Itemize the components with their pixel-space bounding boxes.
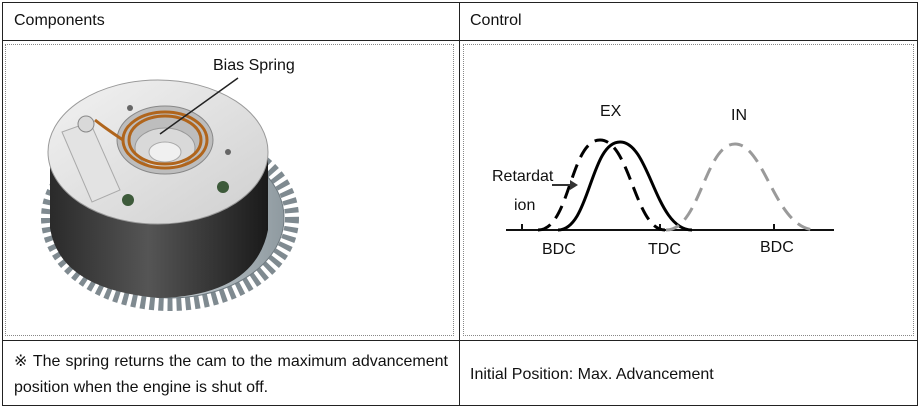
bias-spring xyxy=(94,110,209,170)
bolt xyxy=(225,149,231,155)
retard-label: Retardat xyxy=(492,168,554,185)
image-frame xyxy=(5,44,454,336)
arrow-head-icon xyxy=(570,180,578,190)
leader-line xyxy=(159,77,239,135)
intake-label: IN xyxy=(731,107,747,124)
bolt xyxy=(217,181,229,193)
header-control: Control xyxy=(470,12,522,29)
exhaust-label: EX xyxy=(600,103,622,120)
initial-position-text: Initial Position: Max. Advancement xyxy=(470,366,714,383)
row-divider xyxy=(2,340,918,341)
header-components: Components xyxy=(14,12,105,29)
axis-label-bdc-left: BDC xyxy=(542,241,576,258)
axis-label-tdc: TDC xyxy=(648,241,681,258)
spring-note: ※ The spring returns the cam to the maxi… xyxy=(14,353,448,396)
bolt xyxy=(122,194,134,206)
axis-label-bdc-right: BDC xyxy=(760,239,794,256)
bolt xyxy=(127,105,133,111)
bias-spring-label: Bias Spring xyxy=(213,57,295,74)
valve-timing-diagram: EX IN Retardat ion BDC TDC BDC xyxy=(492,103,834,258)
cam-phaser-illustration: Bias Spring xyxy=(41,57,299,311)
diagram-frame xyxy=(463,44,914,336)
table-border-bottom xyxy=(2,405,918,406)
retard-label-continued: ion xyxy=(514,197,535,214)
table-border-left xyxy=(2,2,3,406)
table-border-top xyxy=(2,2,918,3)
exhaust-curve xyxy=(557,140,693,232)
header-divider xyxy=(2,40,918,41)
intake-curve xyxy=(665,142,817,232)
column-divider xyxy=(459,2,460,406)
table-border-right xyxy=(917,2,918,406)
exhaust-curve-retarded xyxy=(537,138,666,232)
